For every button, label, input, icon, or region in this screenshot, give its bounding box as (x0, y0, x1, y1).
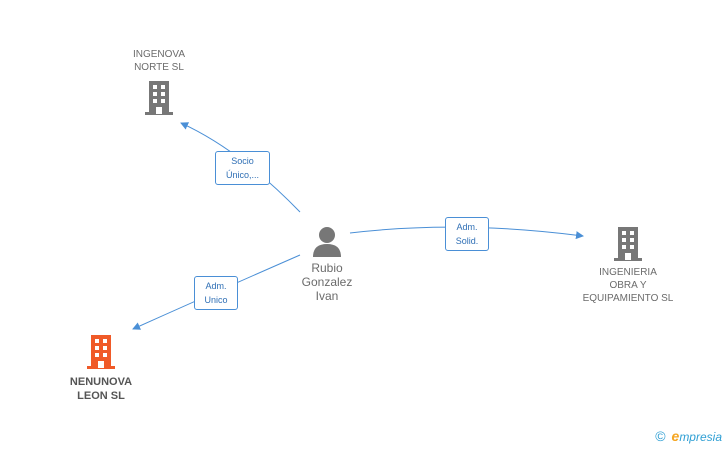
company-label: INGENOVA NORTE SL (132, 49, 186, 73)
company-node-ingenieria-obra[interactable]: INGENIERIA OBRA Y EQUIPAMIENTO SL (572, 226, 684, 305)
person-node[interactable]: Rubio Gonzalez Ivan (290, 226, 364, 303)
edge-label-socio[interactable]: Socio Único,... (215, 151, 270, 185)
empresia-logo[interactable]: empresia (671, 428, 722, 444)
person-label: Rubio Gonzalez Ivan (301, 261, 353, 303)
building-icon (87, 335, 115, 369)
edge-label-adm-solid[interactable]: Adm. Solid. (445, 217, 489, 251)
person-icon (313, 227, 341, 257)
building-icon (614, 227, 642, 261)
company-node-nenunova-leon[interactable]: NENUNOVA LEON SL (56, 334, 146, 403)
company-label: NENUNOVA LEON SL (69, 376, 133, 402)
copyright-icon: © (655, 428, 666, 444)
building-icon (145, 81, 173, 115)
edge-label-adm-unico[interactable]: Adm. Unico (194, 276, 238, 310)
brand-footer: © empresia (655, 428, 722, 444)
company-node-ingenova-norte[interactable]: INGENOVA NORTE SL (114, 48, 204, 116)
company-label: INGENIERIA OBRA Y EQUIPAMIENTO SL (582, 267, 674, 304)
